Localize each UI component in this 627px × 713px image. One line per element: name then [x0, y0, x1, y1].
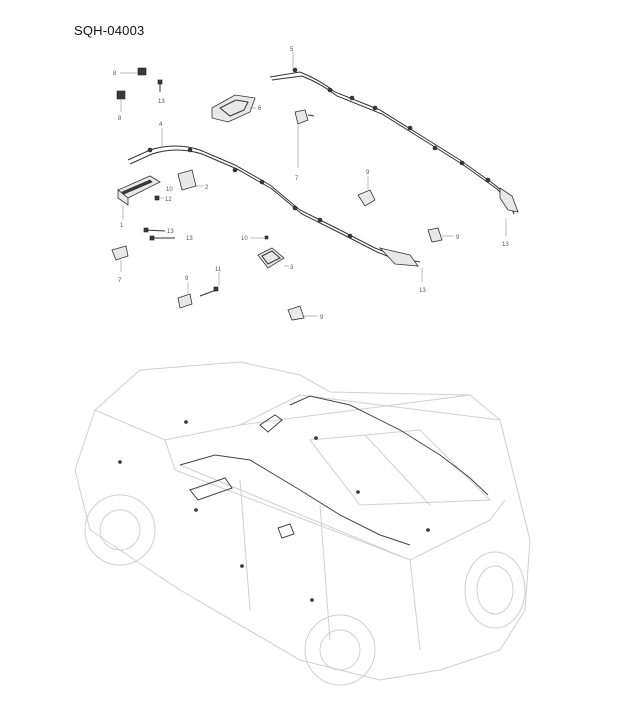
- label-5: 5: [290, 47, 294, 53]
- harness-side-left: [127, 145, 421, 267]
- bracket-2: [177, 169, 197, 191]
- bracket-9-d: [287, 305, 305, 321]
- nut-12: [154, 195, 160, 201]
- label-2: 2: [205, 185, 209, 191]
- label-3: 3: [290, 265, 294, 271]
- label-9-a: 9: [366, 170, 370, 176]
- clip-8-top: [137, 67, 147, 76]
- label-13-b: 13: [186, 236, 193, 242]
- diagram-code: SQH-04003: [74, 23, 145, 38]
- dome-frame: [211, 94, 256, 123]
- label-6: 6: [258, 106, 262, 112]
- module-1: [117, 175, 161, 206]
- label-13-c: 13: [419, 288, 426, 294]
- screw-11: [199, 286, 219, 297]
- label-13-d: 13: [502, 242, 509, 248]
- vehicle-outline: [74, 361, 531, 686]
- module-3: [257, 247, 285, 269]
- vehicle-harness-highlight: [118, 395, 489, 602]
- screw-13-top: [157, 79, 163, 92]
- label-7-top: 7: [295, 176, 299, 182]
- label-13-a: 13: [167, 229, 174, 235]
- label-11: 11: [215, 267, 222, 273]
- label-1: 1: [120, 223, 124, 229]
- screw-13-left: [143, 227, 175, 241]
- label-8-lower: 8: [118, 116, 122, 122]
- label-10: 10: [241, 236, 248, 242]
- clip-8-lower: [116, 90, 126, 100]
- bracket-9-b: [427, 227, 443, 243]
- harness-roof-right: [269, 67, 519, 215]
- label-8-top: 8: [113, 71, 117, 77]
- label-9-b: 9: [456, 235, 460, 241]
- label-4: 4: [159, 122, 163, 128]
- label-9-c: 9: [185, 276, 189, 282]
- label-7-left: 7: [118, 278, 122, 284]
- bracket-7-left: [111, 245, 129, 261]
- bracket-9-c: [177, 293, 193, 309]
- label-13-top: 13: [158, 99, 165, 105]
- bracket-9-a: [357, 189, 376, 207]
- nut-10: [264, 235, 269, 240]
- label-10-top: 10: [166, 187, 173, 193]
- label-12: 12: [165, 197, 172, 203]
- bracket-7-top: [294, 109, 315, 125]
- label-9-d: 9: [320, 315, 324, 321]
